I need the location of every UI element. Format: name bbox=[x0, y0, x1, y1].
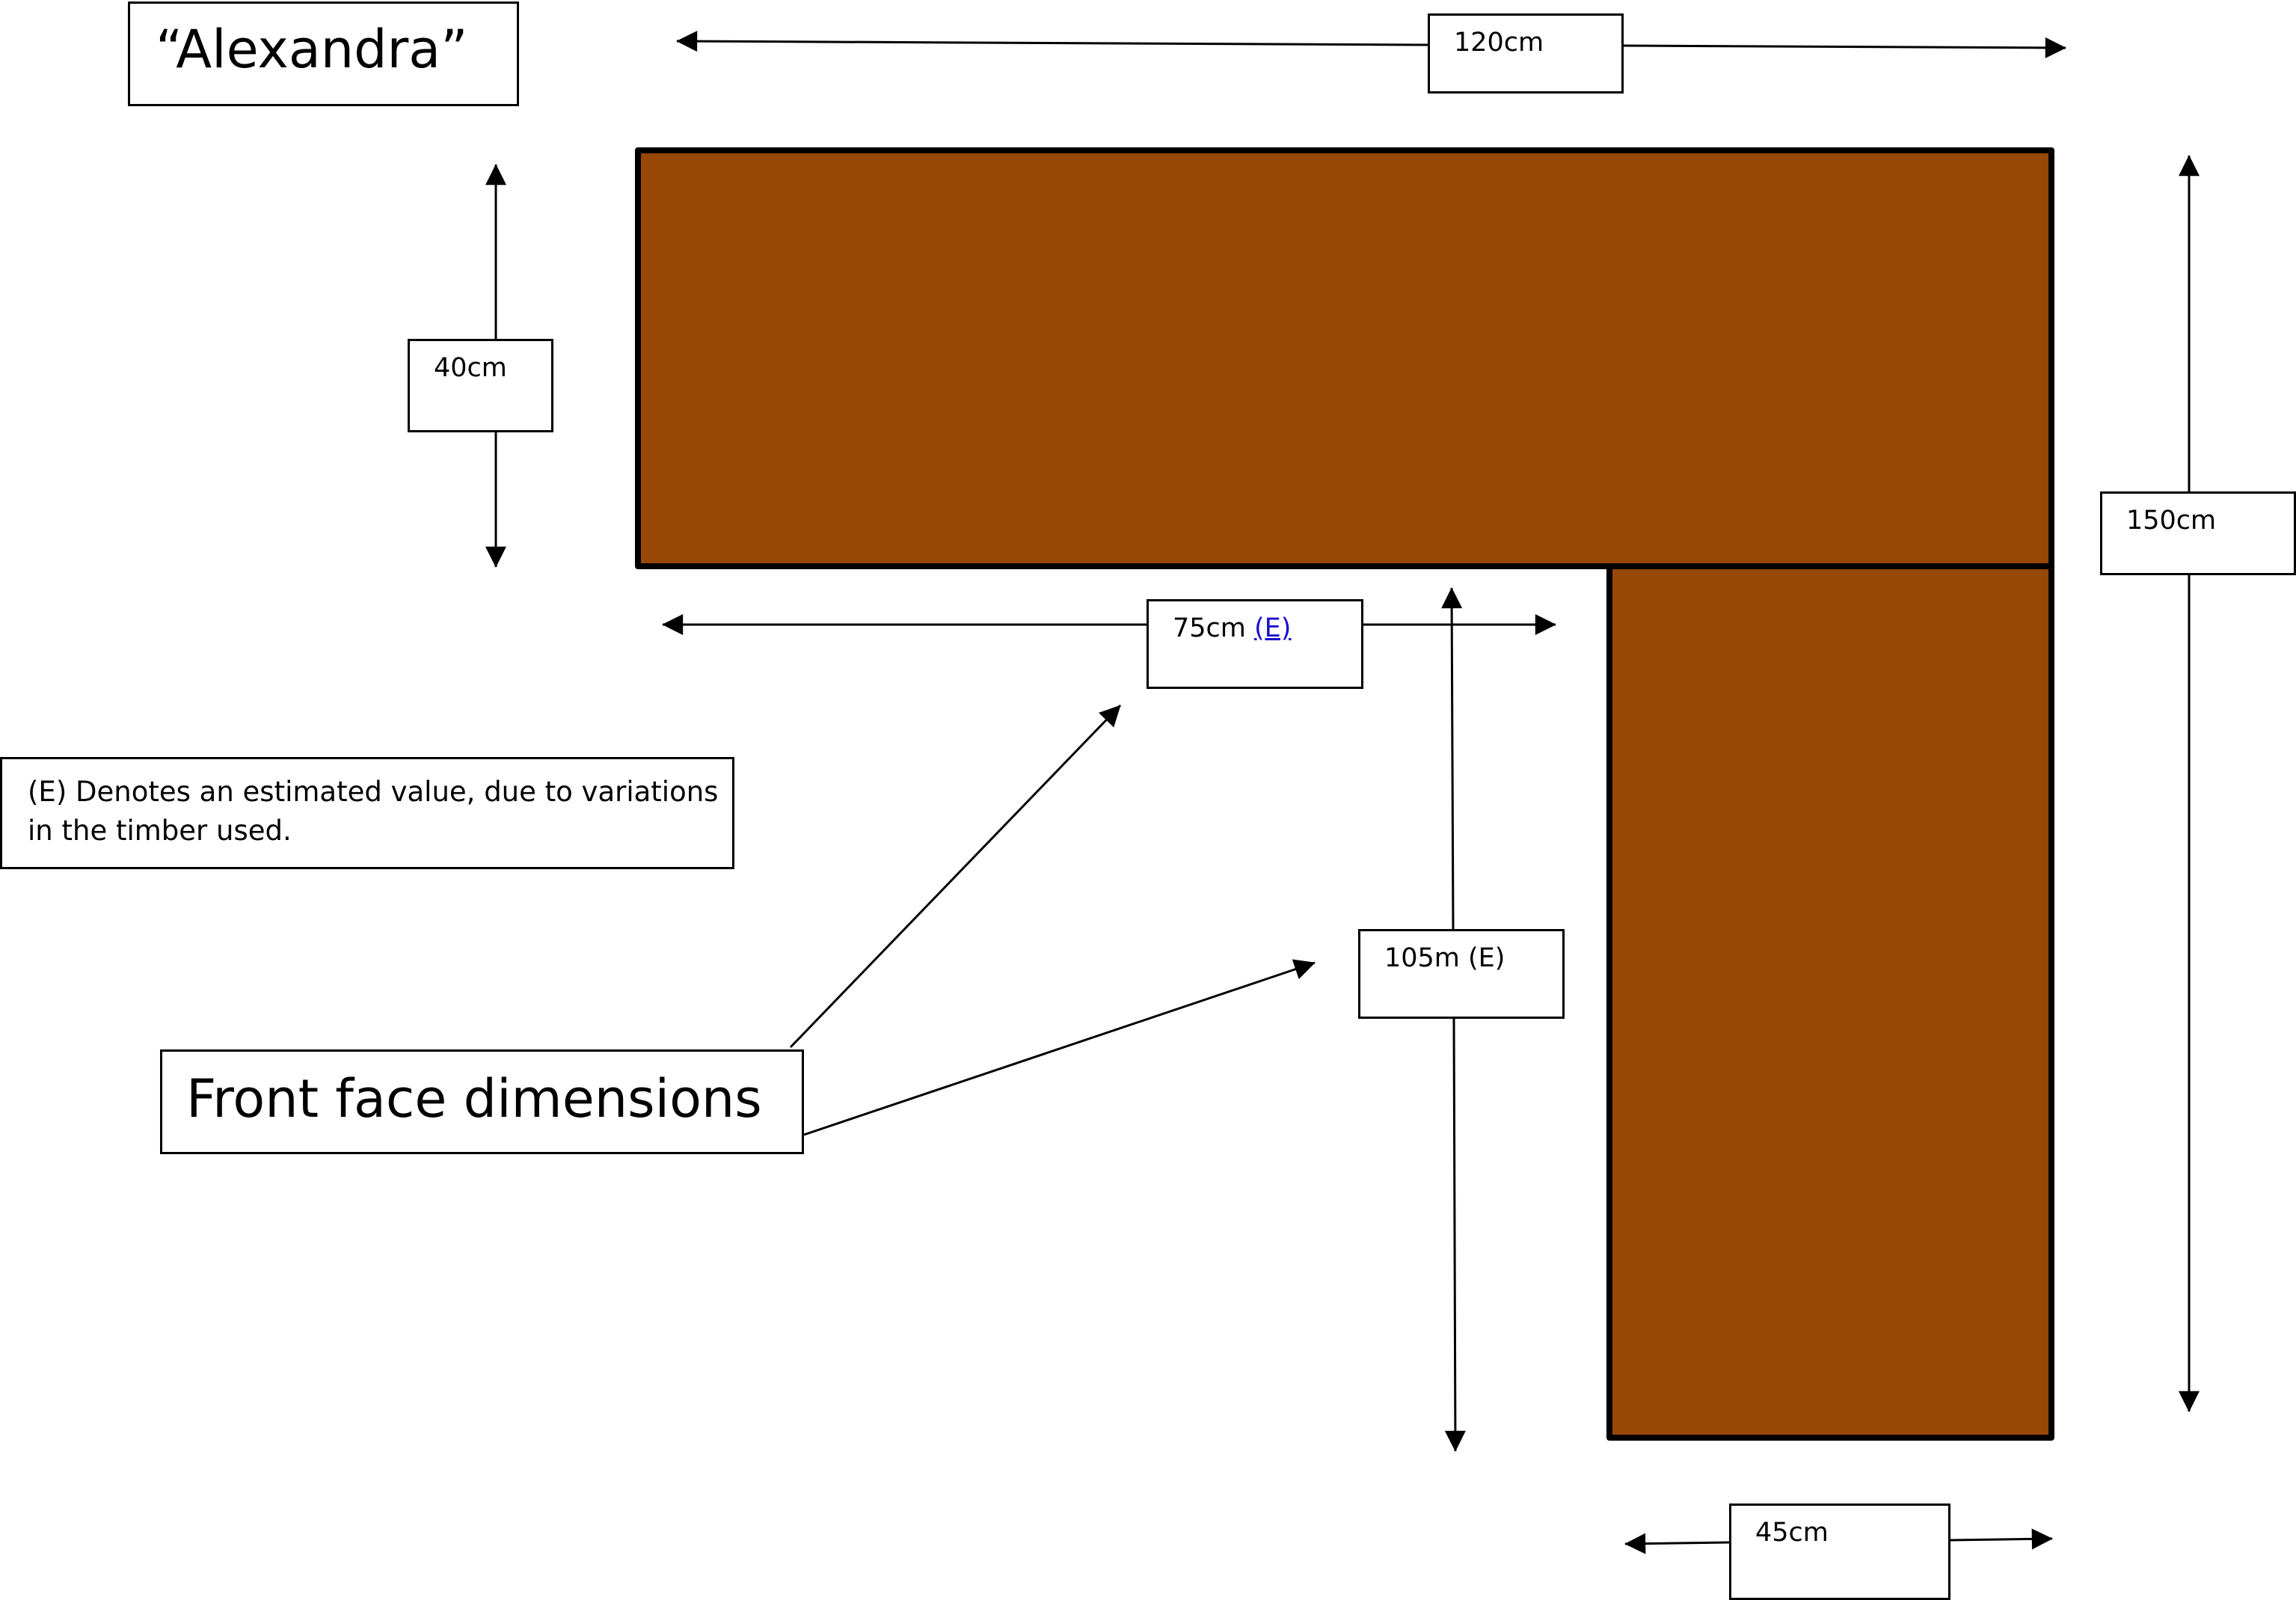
dimension-value: 45cm bbox=[1755, 1518, 1829, 1548]
dimension-label-120: 120cm bbox=[1428, 13, 1624, 94]
dimension-arrow-105 bbox=[1441, 587, 1463, 930]
dimension-label-40: 40cm bbox=[408, 339, 553, 432]
dimension-label-45: 45cm bbox=[1729, 1504, 1950, 1600]
dimension-value: 40cm bbox=[434, 353, 507, 383]
front-face-callout: Front face dimensions bbox=[160, 1049, 804, 1154]
dimension-arrow-45 bbox=[1624, 1533, 1730, 1554]
callout-arrow-to-105 bbox=[803, 959, 1316, 1136]
dimension-value: 105m (E) bbox=[1384, 943, 1505, 973]
dimension-label-75: 75cm (E) bbox=[1147, 599, 1363, 689]
note-text: (E) Denotes an estimated value, due to v… bbox=[28, 776, 719, 847]
dimension-label-105: 105m (E) bbox=[1358, 929, 1565, 1019]
callout-arrow-to-75 bbox=[789, 704, 1122, 1049]
desk-shape bbox=[635, 147, 2054, 1441]
dimension-label-150: 150cm bbox=[2100, 491, 2296, 575]
dimension-value: 150cm bbox=[2126, 506, 2217, 536]
dimension-arrow-120 bbox=[676, 31, 1428, 52]
estimate-note: (E) Denotes an estimated value, due to v… bbox=[0, 757, 734, 869]
dimension-value: 120cm bbox=[1454, 28, 1544, 58]
dimension-value: 75cm bbox=[1173, 613, 1246, 643]
diagram-title: “Alexandra” bbox=[128, 1, 519, 106]
estimate-link[interactable]: (E) bbox=[1254, 613, 1292, 643]
callout-text: Front face dimensions bbox=[186, 1068, 762, 1129]
